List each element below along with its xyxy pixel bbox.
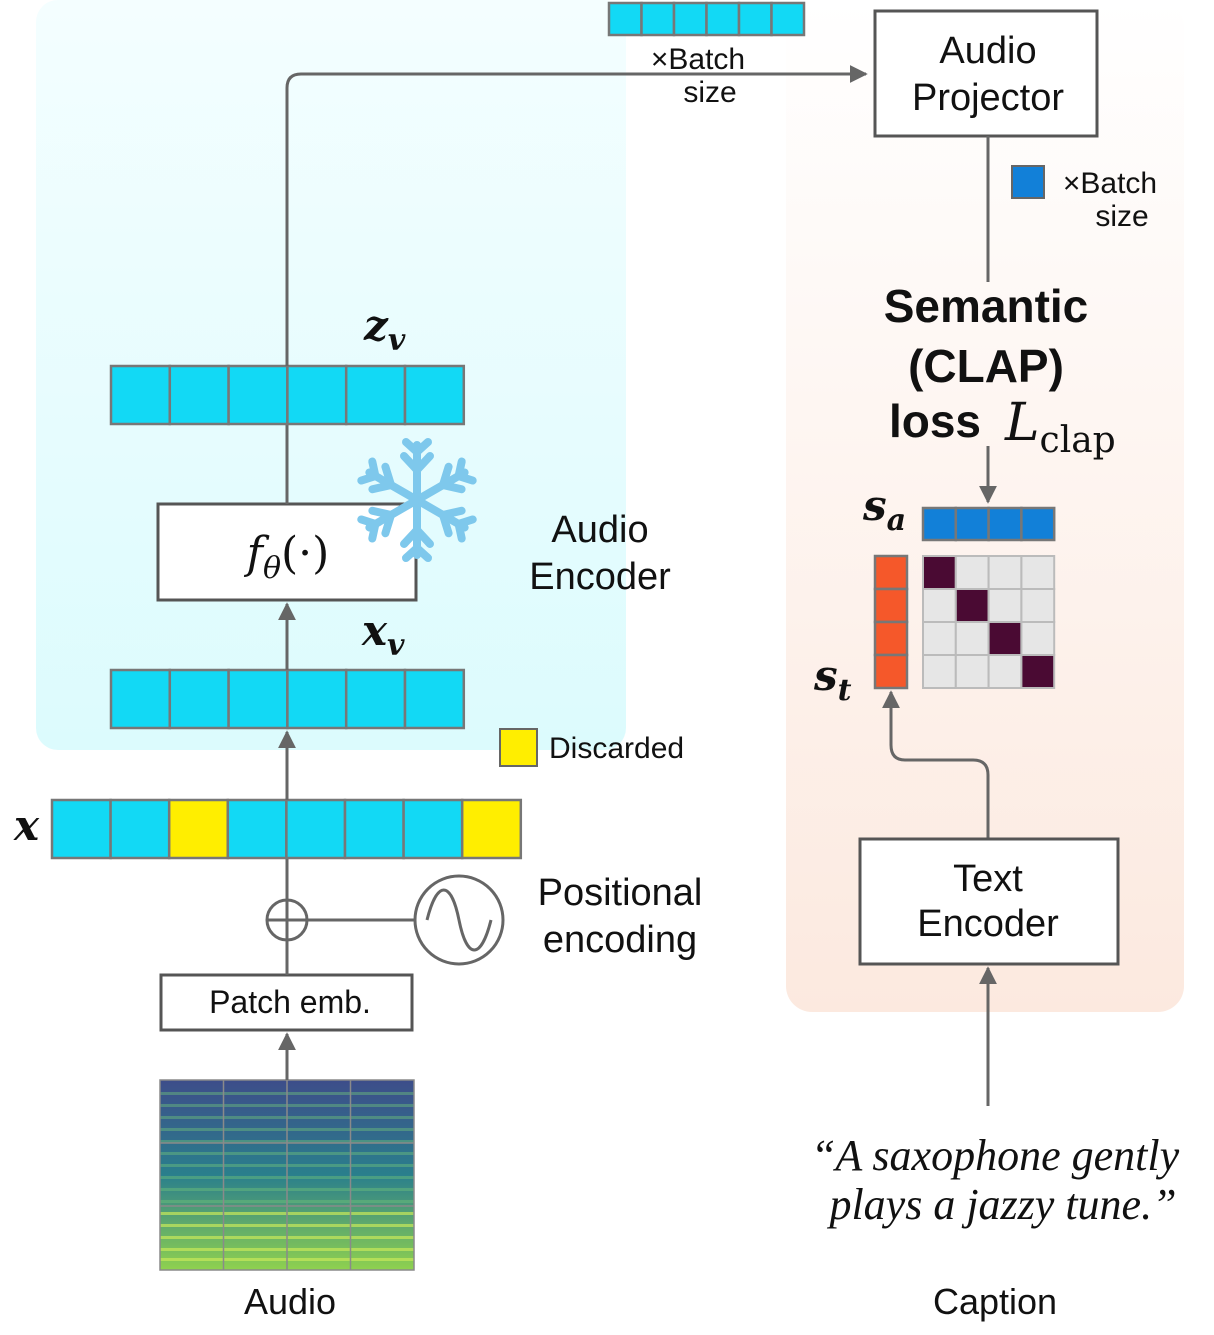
- st-token-column: [873, 554, 909, 690]
- matrix-cell: [922, 654, 957, 689]
- caption-label: Caption: [933, 1281, 1057, 1322]
- matrix-cell: [954, 621, 990, 656]
- batch-token: [737, 1, 773, 37]
- loss-symbol: Lclap: [1004, 393, 1116, 461]
- text-encoder-box: [858, 837, 1120, 966]
- f-theta-label: fθ(·): [244, 528, 330, 586]
- discarded-swatch: [499, 728, 538, 767]
- xv-token: [227, 668, 289, 730]
- x-token-row: [50, 798, 523, 860]
- batch-swatch-right: [1011, 165, 1045, 199]
- matrix-cell-diagonal: [922, 555, 957, 590]
- matrix-cell: [987, 654, 1023, 689]
- right-batch-label-line1: ×Batch: [1063, 167, 1157, 200]
- xv-token: [168, 668, 230, 730]
- discarded-label: Discarded: [549, 732, 684, 765]
- x-token: [109, 798, 171, 860]
- positional-label-line2: encoding: [543, 919, 697, 961]
- loss-region: [786, 0, 1184, 1012]
- right-batch-label-line2: size: [1095, 200, 1148, 233]
- batch-token: [640, 1, 676, 37]
- batch-token: [705, 1, 741, 37]
- st-token: [873, 653, 909, 690]
- zv-token: [109, 364, 172, 426]
- sine-wave-icon: [413, 874, 505, 966]
- matrix-cell: [987, 588, 1023, 623]
- sa-token: [921, 506, 958, 542]
- snowflake-icon: [360, 438, 473, 558]
- xv-token: [109, 668, 172, 730]
- x-token: [460, 798, 523, 860]
- zv-token: [227, 364, 289, 426]
- st-token: [873, 554, 909, 591]
- x-token: [343, 798, 405, 860]
- top-batch-label-line2: size: [683, 76, 736, 109]
- x-token: [402, 798, 464, 860]
- audio-label: Audio: [244, 1281, 336, 1322]
- audio-projector-box: [873, 9, 1099, 138]
- loss-label-line1: Semantic: [884, 280, 1089, 332]
- batch-token: [770, 1, 806, 37]
- batch-token: [672, 1, 708, 37]
- audio-projector-label-line2: Projector: [912, 77, 1064, 119]
- sa-token: [987, 506, 1023, 542]
- x-token: [226, 798, 288, 860]
- zv-token: [286, 364, 348, 426]
- matrix-cell: [922, 621, 957, 656]
- st-token: [873, 620, 909, 657]
- matrix-cell: [954, 555, 990, 590]
- zv-token-row: [109, 364, 466, 426]
- st-token: [873, 587, 909, 624]
- top-batch-label-line1: ×Batch: [651, 43, 745, 76]
- caption-text-line2: plays a jazzy tune.”: [826, 1180, 1176, 1229]
- matrix-cell: [954, 654, 990, 689]
- matrix-cell-diagonal: [954, 588, 990, 623]
- arrow-text-encoder-to-st: [882, 690, 990, 838]
- sum-icon: [265, 898, 309, 942]
- batch-token-row-top: [607, 1, 806, 37]
- zv-token: [168, 364, 230, 426]
- similarity-matrix: [922, 555, 1056, 689]
- patch-emb-label: Patch emb.: [209, 984, 371, 1020]
- xv-token-row: [109, 668, 466, 730]
- sa-token: [1020, 506, 1056, 542]
- patch-emb-box: [159, 973, 414, 1032]
- matrix-cell: [987, 555, 1023, 590]
- sa-label: sa: [862, 481, 906, 538]
- x-token: [167, 798, 230, 860]
- matrix-cell-diagonal: [987, 621, 1023, 656]
- text-encoder-label-line2: Encoder: [917, 903, 1059, 945]
- x-label: x: [13, 801, 40, 850]
- xv-token: [286, 668, 348, 730]
- xv-token: [344, 668, 407, 730]
- matrix-cell-diagonal: [1020, 654, 1056, 689]
- sa-token: [954, 506, 990, 542]
- loss-label-line3: loss: [889, 395, 981, 447]
- arrow-zv-to-projector: [285, 65, 868, 366]
- text-encoder-label-line1: Text: [953, 858, 1023, 900]
- x-token: [285, 798, 347, 860]
- audio-encoder-label-line1: Audio: [551, 509, 648, 551]
- loss-label-line2: (CLAP): [908, 340, 1064, 392]
- zv-token: [403, 364, 466, 426]
- zv-token: [344, 364, 407, 426]
- matrix-cell: [922, 588, 957, 623]
- matrix-cell: [1020, 555, 1056, 590]
- x-token: [50, 798, 112, 860]
- matrix-cell: [1020, 588, 1056, 623]
- matrix-cell: [1020, 621, 1056, 656]
- batch-token: [607, 1, 643, 37]
- sa-token-row: [921, 506, 1056, 542]
- audio-projector-label-line1: Audio: [939, 30, 1036, 72]
- spectrogram-image: [159, 1079, 415, 1271]
- audio-encoder-label-line2: Encoder: [529, 556, 671, 598]
- xv-token: [403, 668, 466, 730]
- caption-text-line1: “A saxophone gently: [811, 1131, 1180, 1180]
- positional-label-line1: Positional: [538, 872, 703, 914]
